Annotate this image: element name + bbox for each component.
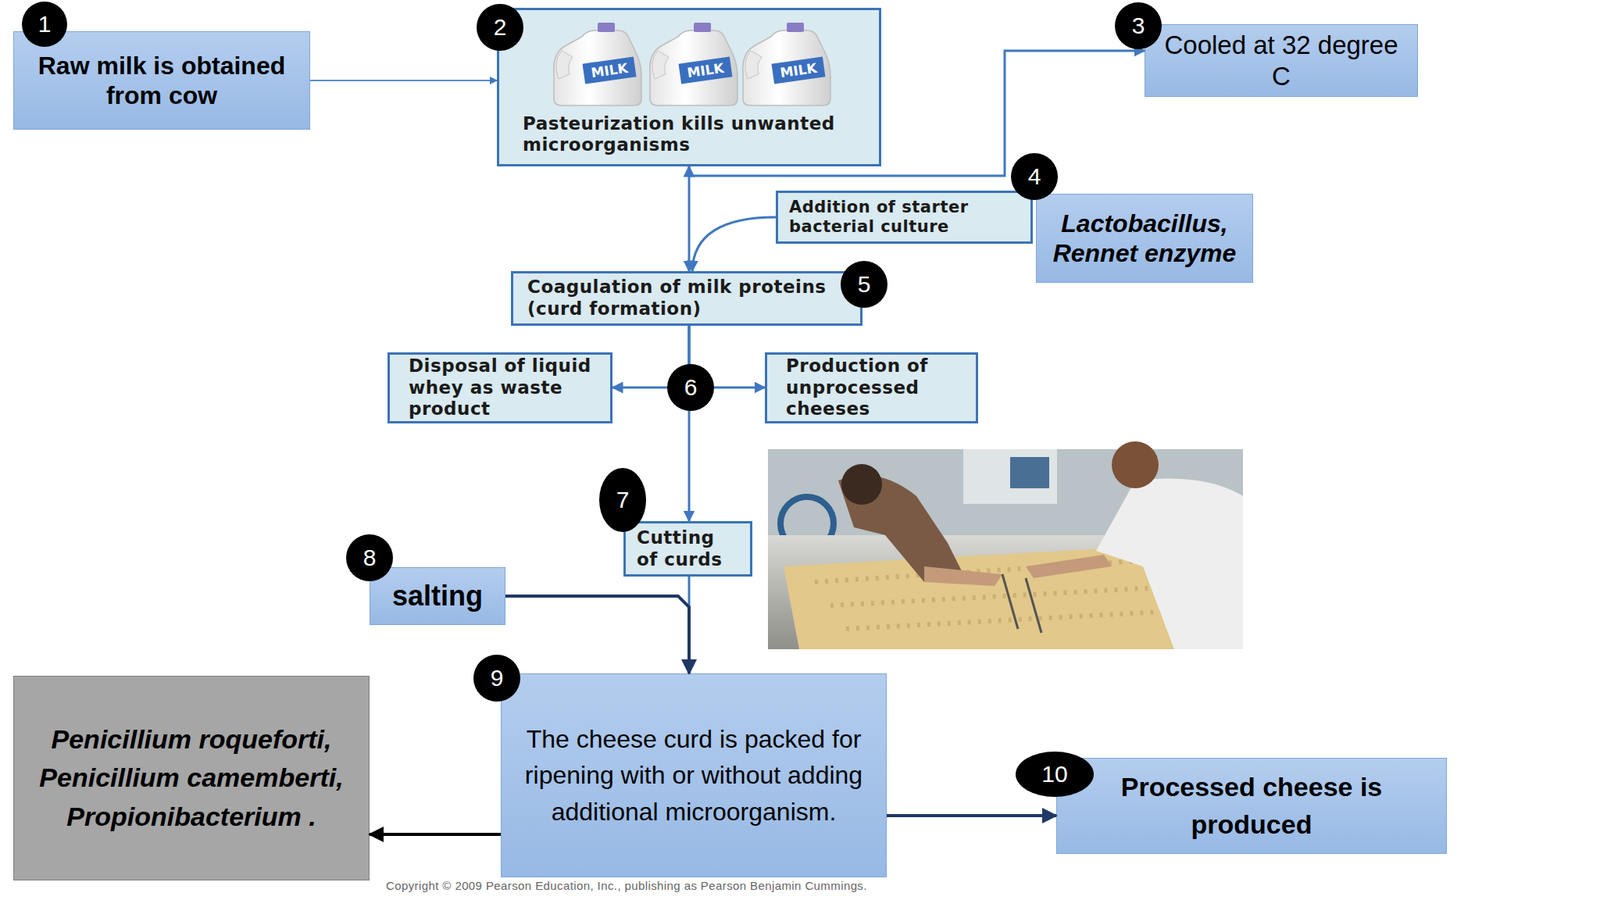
process-box: Raw milk is obtained from cow: [13, 31, 311, 130]
milk-jug: [553, 22, 642, 106]
organism-box: Penicillium roqueforti, Penicillium came…: [13, 675, 370, 881]
callout-number: 3: [1114, 2, 1162, 50]
milk-jug: [678, 57, 733, 85]
callout-number: 10: [1015, 751, 1094, 797]
cheese-vat-photo: [1010, 457, 1050, 489]
cheese-vat-photo: [963, 449, 1058, 504]
milk-jug: [553, 30, 642, 106]
process-box: salting: [369, 567, 506, 625]
node-text: Raw milk is obtained from cow: [25, 50, 299, 111]
node-text: Addition of starter bacterial culture: [789, 197, 1020, 237]
node-text: Coagulation of milk proteins (curd forma…: [527, 276, 847, 320]
node-text: Cutting of curds: [636, 527, 740, 571]
callout-number: 8: [346, 534, 393, 582]
flow-arrow: [310, 79, 497, 82]
flow-arrow: [689, 50, 1145, 176]
process-box: Coagulation of milk proteins (curd forma…: [510, 271, 863, 326]
milk-jug: [693, 22, 711, 33]
cheese-vat-photo: [767, 441, 1243, 650]
node-text: The cheese curd is packed for ripening w…: [518, 721, 869, 830]
flow-arrow: [505, 596, 690, 674]
flow-arrow: [886, 814, 1057, 818]
milk-jug: [652, 50, 669, 79]
cheese-vat-photo: [924, 566, 1003, 586]
milk-jug: [650, 22, 738, 106]
milk-jug: [742, 30, 831, 106]
node-text: Processed cheese is produced: [1064, 768, 1439, 843]
milk-jug: [582, 57, 637, 85]
output-box: Production of unprocessed cheeses: [764, 352, 979, 424]
node-text: salting: [392, 578, 483, 613]
copyright-note: Copyright © 2009 Pearson Education, Inc.…: [385, 876, 1058, 894]
organism-box: Lactobacillus, Rennet enzyme: [1035, 193, 1254, 283]
node-text: Disposal of liquid whey as waste product: [408, 355, 592, 421]
callout-number: 9: [473, 654, 521, 702]
milk-jug: [771, 57, 826, 85]
milk-jug: [742, 22, 831, 106]
node-text: Pasteurization kills unwanted microorgan…: [522, 113, 856, 157]
flow-arrow: [369, 832, 501, 836]
process-box: The cheese curd is packed for ripening w…: [500, 673, 887, 878]
node-text: Penicillium roqueforti, Penicillium came…: [21, 720, 361, 836]
input-box: Addition of starter bacterial culture: [775, 190, 1033, 244]
node-text: Lactobacillus, Rennet enzyme: [1041, 208, 1248, 269]
milk-jug: [745, 50, 762, 79]
jug-label: MILK: [582, 57, 637, 85]
process-box: Cutting of curds: [623, 521, 753, 577]
milk-jug: [556, 50, 573, 79]
node-text: Production of unprocessed cheeses: [785, 355, 958, 421]
cheese-vat-photo: [841, 464, 883, 505]
jug-label: MILK: [678, 57, 733, 85]
process-box: Cooled at 32 degree C: [1144, 24, 1418, 97]
milk-jug: [597, 22, 615, 33]
callout-number: 2: [476, 3, 524, 51]
node-text: Cooled at 32 degree C: [1151, 29, 1411, 92]
milk-jug: [650, 30, 738, 106]
milk-jug: [786, 22, 804, 33]
output-box: Processed cheese is produced: [1056, 757, 1447, 854]
cheese-vat-photo: [1096, 478, 1243, 650]
callout-number: 4: [1010, 153, 1058, 200]
jug-label: MILK: [771, 57, 826, 85]
callout-number: 1: [21, 1, 68, 47]
callout-number: 7: [599, 467, 647, 533]
cheese-vat-photo: [1111, 441, 1159, 489]
cheese-vat-photo: [1025, 554, 1112, 579]
callout-number: 6: [667, 364, 715, 411]
output-box: Disposal of liquid whey as waste product: [387, 352, 613, 424]
cheese-vat-photo: [1002, 574, 1042, 633]
callout-number: 5: [840, 260, 888, 308]
cheese-vat-photo: [767, 449, 1243, 650]
flow-arrow: [692, 217, 776, 272]
flow-arrow: [688, 166, 691, 272]
